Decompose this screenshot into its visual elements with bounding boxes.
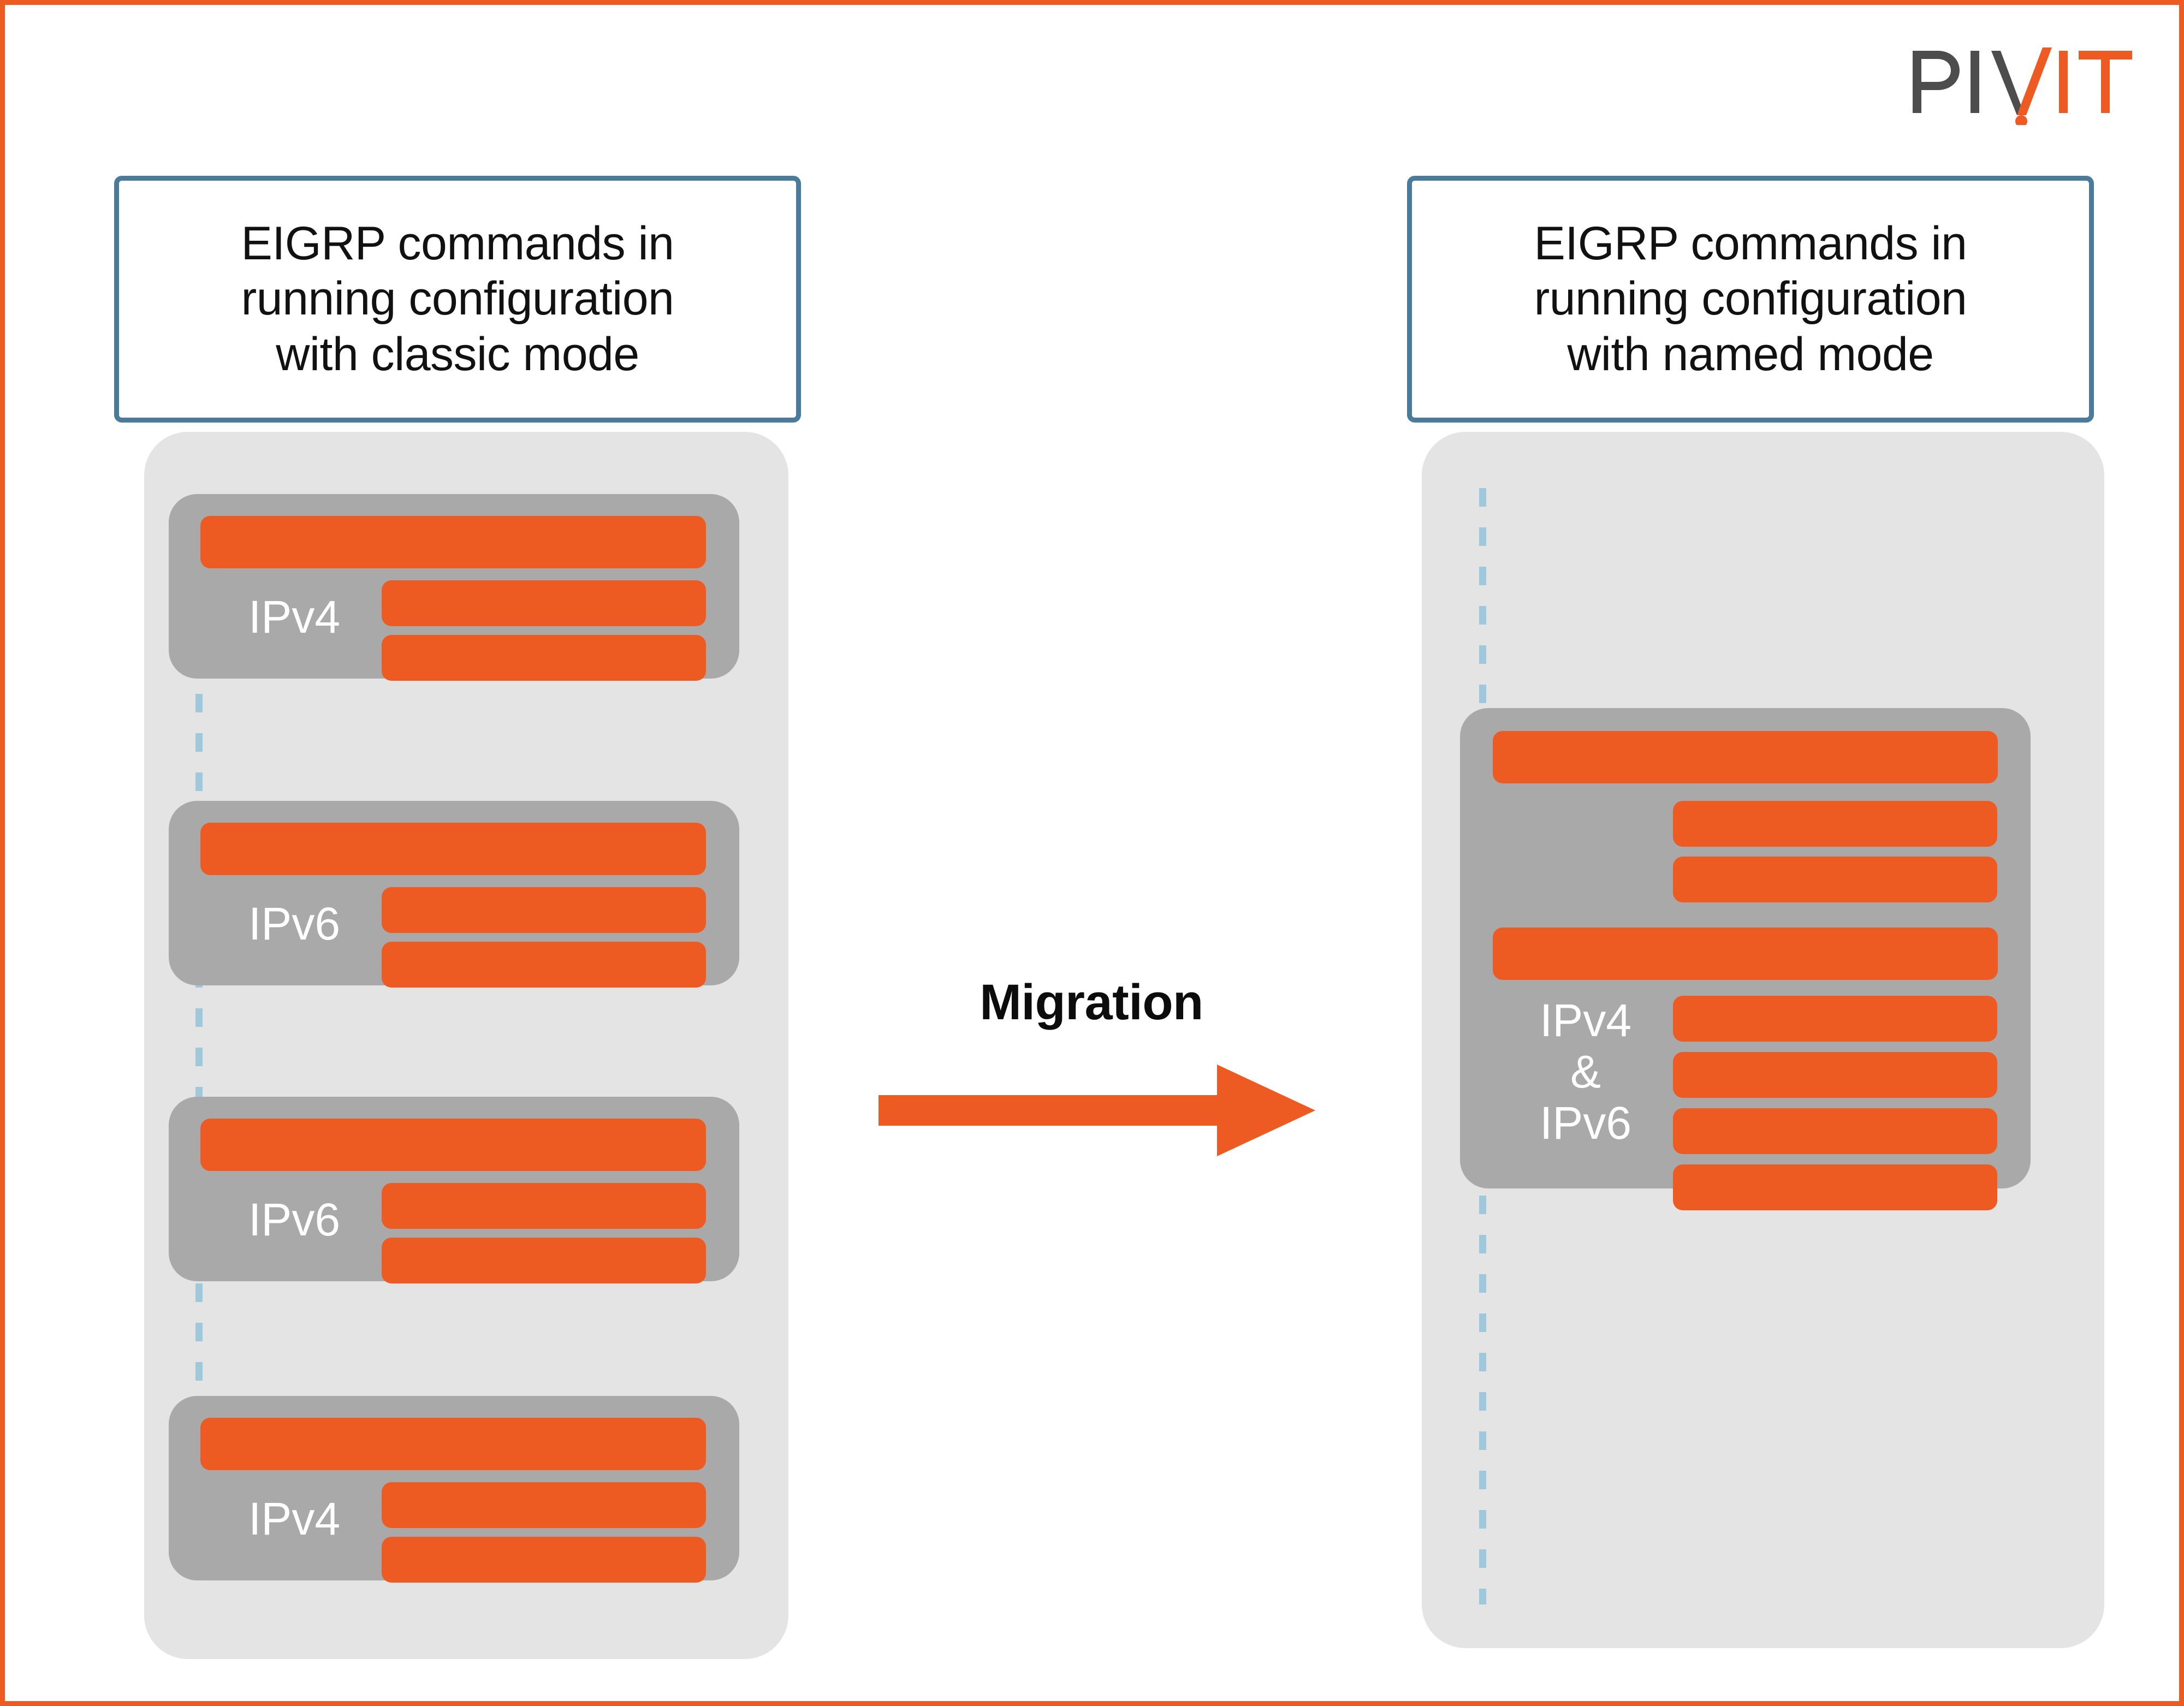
classic-command-card-3: IPv6 (169, 1097, 739, 1283)
command-bar-sub-1 (382, 1482, 706, 1528)
command-bar-primary (200, 823, 706, 875)
left-title-text: EIGRP commands in running configuration … (241, 217, 674, 381)
right-title-text: EIGRP commands in running configuration … (1534, 217, 1967, 381)
command-bar-primary-2 (1493, 928, 1998, 980)
card-label: IPv6 (248, 1194, 341, 1245)
migration-label: Migration (980, 974, 1203, 1030)
migration-arrow-icon (879, 1061, 1315, 1160)
command-bar-primary (200, 1418, 706, 1470)
classic-command-card-4: IPv4 (169, 1396, 739, 1583)
command-bar-sub-6 (1673, 1164, 1997, 1210)
classic-mode-dashed-connector (195, 655, 203, 1443)
pivit-logo (1905, 43, 2134, 125)
command-bar-sub-2 (382, 942, 706, 988)
command-bar-sub-2 (382, 1238, 706, 1283)
command-bar-primary (200, 1119, 706, 1171)
named-command-card-1: IPv4 & IPv6 (1460, 708, 2031, 1210)
command-bar-primary (200, 516, 706, 568)
command-bar-sub-1 (382, 887, 706, 933)
classic-command-card-2: IPv6 (169, 801, 739, 988)
card-label: IPv4 (248, 591, 341, 643)
card-label: IPv4 (248, 1493, 341, 1544)
card-label: IPv6 (248, 898, 341, 949)
command-bar-primary-1 (1493, 731, 1998, 783)
command-bar-sub-4 (1673, 1052, 1997, 1098)
command-bar-sub-5 (1673, 1108, 1997, 1154)
command-bar-sub-1 (382, 580, 706, 626)
right-title-box: EIGRP commands in running configuration … (1407, 176, 2094, 423)
left-title-box: EIGRP commands in running configuration … (114, 176, 801, 423)
card-label: IPv4 & IPv6 (1539, 995, 1632, 1149)
command-bar-sub-3 (1673, 996, 1997, 1042)
classic-command-card-1: IPv4 (169, 494, 739, 681)
command-bar-sub-1 (1673, 801, 1997, 847)
command-bar-sub-2 (382, 635, 706, 681)
command-bar-sub-1 (382, 1183, 706, 1229)
command-bar-sub-2 (382, 1537, 706, 1583)
command-bar-sub-2 (1673, 857, 1997, 902)
